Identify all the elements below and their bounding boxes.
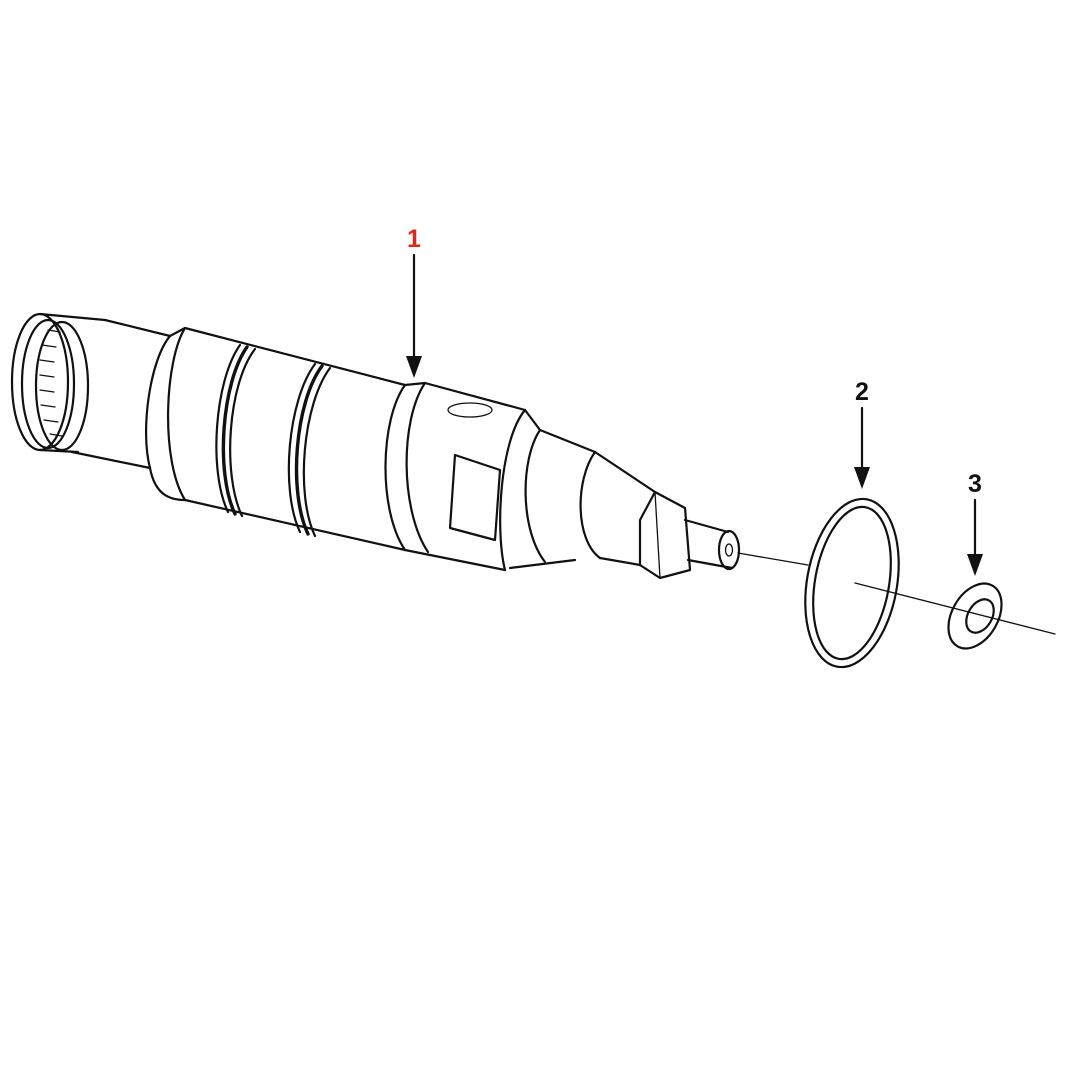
injector-tip [717,529,741,571]
callout-3: 3 [967,470,983,576]
arrowhead-2 [854,467,870,489]
callout-label-1: 1 [407,225,421,253]
injector-port-hole [447,402,493,418]
injector-lower-body [403,381,527,572]
injector-hex-nut [638,490,692,580]
injector-upper-barrel [70,318,172,470]
callout-label-3: 3 [968,470,982,498]
fuel-injector [10,312,741,580]
o-ring-seal [804,497,900,669]
injector-top-cap [10,312,107,454]
callout-2: 2 [854,378,870,489]
sealing-washer [947,582,1003,650]
knurl-ridges [39,329,63,437]
callout-1: 1 [406,225,422,378]
axis-segment-injector [737,552,809,566]
arrowhead-3 [967,554,983,576]
arrowhead-1 [406,356,422,378]
injector-main-body [148,326,407,552]
injector-flat [448,453,502,542]
callout-label-2: 2 [855,378,869,406]
injector-nozzle [508,408,741,580]
